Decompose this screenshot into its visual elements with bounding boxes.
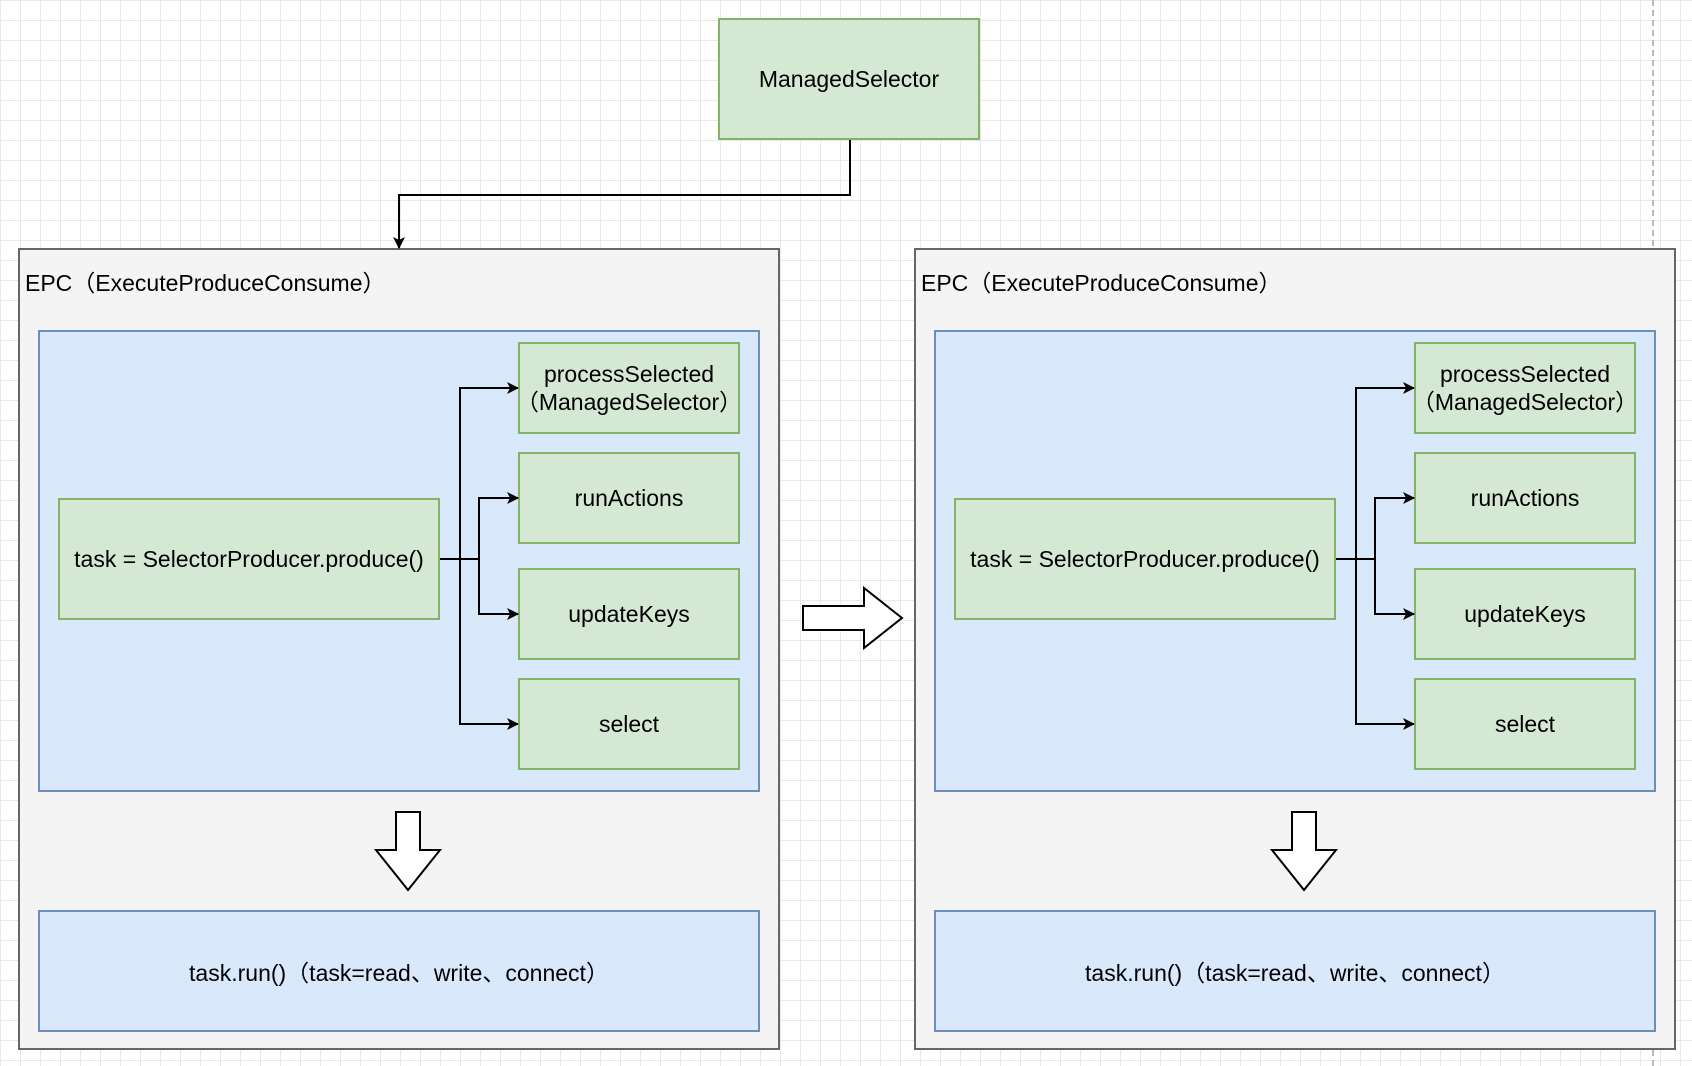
- task-process-selected-left[interactable]: processSelected （ManagedSelector）: [515, 342, 743, 434]
- task-select-left[interactable]: select: [518, 678, 740, 770]
- edge-left-to-select: [459, 559, 519, 730]
- producer-label-left: task = SelectorProducer.produce(): [74, 546, 424, 572]
- managed-selector-label: ManagedSelector: [758, 66, 940, 92]
- task-run-actions-right[interactable]: runActions: [1414, 452, 1636, 544]
- task-run-label-right: task.run()（task=read、write、connect）: [1085, 960, 1505, 986]
- task-process-selected-label-right: processSelected （ManagedSelector）: [1411, 361, 1639, 415]
- edge-left-to-run-actions: [478, 492, 519, 559]
- task-run-label-left: task.run()（task=read、write、connect）: [189, 960, 609, 986]
- task-process-selected-right[interactable]: processSelected （ManagedSelector）: [1411, 342, 1639, 434]
- block-arrow-down-left: [373, 811, 443, 892]
- task-update-keys-right[interactable]: updateKeys: [1414, 568, 1636, 660]
- task-select-right[interactable]: select: [1414, 678, 1636, 770]
- task-update-keys-label-left: updateKeys: [568, 601, 690, 627]
- edge-right-to-process-selected: [1355, 382, 1415, 559]
- task-run-actions-label-right: runActions: [1470, 485, 1580, 511]
- edge-left-to-process-selected: [459, 382, 519, 559]
- task-update-keys-label-right: updateKeys: [1464, 601, 1586, 627]
- task-run-box-left[interactable]: task.run()（task=read、write、connect）: [38, 910, 760, 1032]
- task-run-actions-left[interactable]: runActions: [518, 452, 740, 544]
- edge-left-to-update-keys: [478, 559, 519, 620]
- managed-selector-node[interactable]: ManagedSelector: [718, 18, 980, 140]
- producer-node-left[interactable]: task = SelectorProducer.produce(): [58, 498, 440, 620]
- edge-right-to-run-actions: [1374, 492, 1415, 559]
- edge-selector-to-epc-left: [393, 140, 851, 249]
- producer-label-right: task = SelectorProducer.produce(): [970, 546, 1320, 572]
- fanout-edges-left: [440, 382, 519, 730]
- task-select-label-right: select: [1494, 711, 1556, 737]
- task-update-keys-left[interactable]: updateKeys: [518, 568, 740, 660]
- epc-title-right: EPC（ExecuteProduceConsume）: [921, 270, 1282, 296]
- task-process-selected-label-left: processSelected （ManagedSelector）: [515, 361, 743, 415]
- task-run-actions-label-left: runActions: [574, 485, 684, 511]
- fanout-edges-right: [1336, 382, 1415, 730]
- epc-title-left: EPC（ExecuteProduceConsume）: [25, 270, 386, 296]
- edge-right-to-select: [1355, 559, 1415, 730]
- block-arrow-right: [802, 585, 904, 651]
- block-arrow-down-right: [1269, 811, 1339, 892]
- task-select-label-left: select: [598, 711, 660, 737]
- task-run-box-right[interactable]: task.run()（task=read、write、connect）: [934, 910, 1656, 1032]
- producer-node-right[interactable]: task = SelectorProducer.produce(): [954, 498, 1336, 620]
- edge-right-to-update-keys: [1374, 559, 1415, 620]
